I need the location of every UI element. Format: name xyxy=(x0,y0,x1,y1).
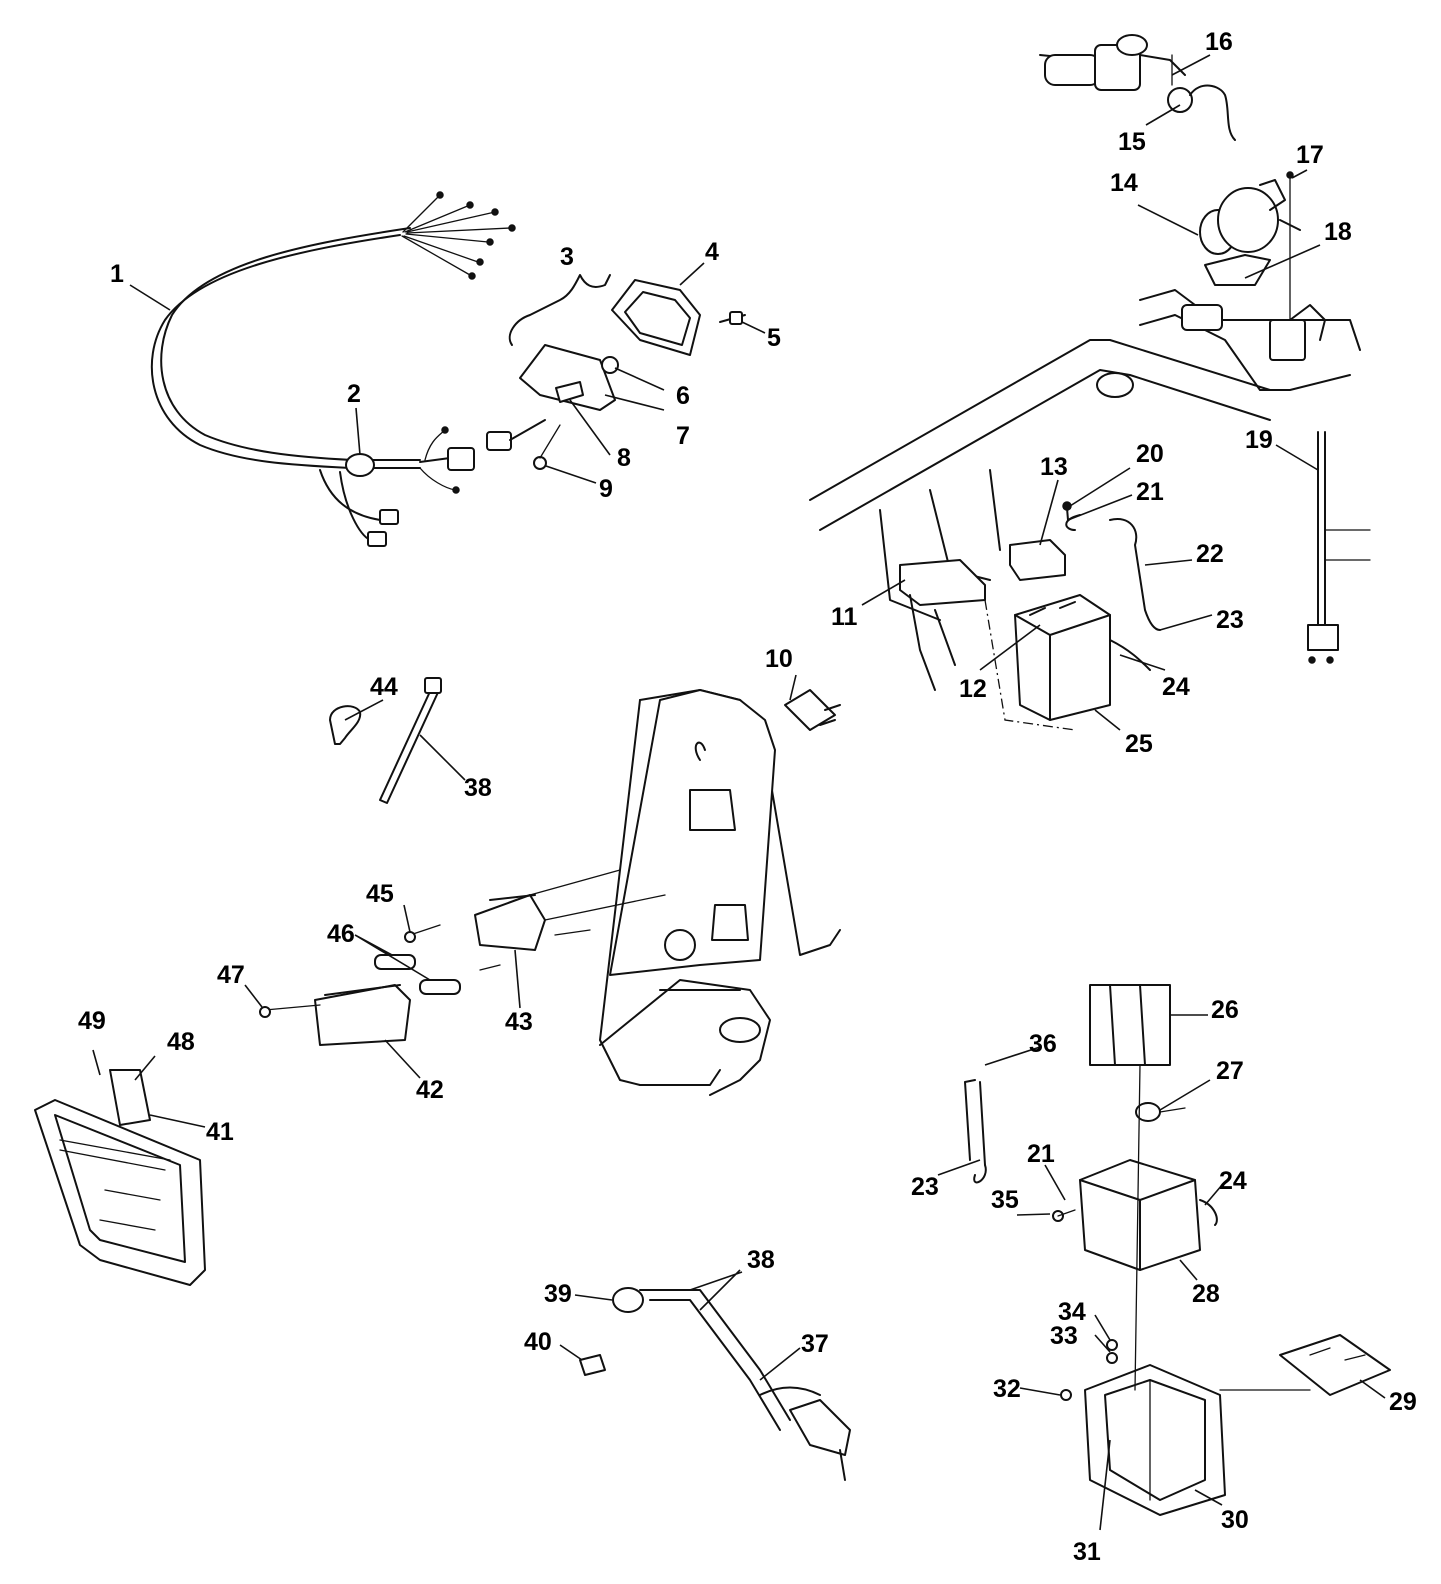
callout-40: 40 xyxy=(524,1328,552,1356)
callout-48: 48 xyxy=(167,1028,195,1056)
callout-12: 12 xyxy=(959,675,987,703)
callout-43: 43 xyxy=(505,1008,533,1036)
leader-lines xyxy=(92,54,1386,1531)
callout-22: 22 xyxy=(1196,540,1224,568)
callout-1: 1 xyxy=(110,260,124,288)
callout-35: 35 xyxy=(991,1186,1019,1214)
part-tail-light xyxy=(486,274,746,470)
callout-30: 30 xyxy=(1221,1506,1249,1534)
callout-21b: 21 xyxy=(1027,1140,1055,1168)
part-reflectors xyxy=(259,869,666,1046)
callout-24b: 24 xyxy=(1219,1167,1247,1195)
callout-38a: 38 xyxy=(747,1246,775,1274)
callout-33: 33 xyxy=(1050,1322,1078,1350)
callout-5: 5 xyxy=(767,324,781,352)
callout-8: 8 xyxy=(617,444,631,472)
callout-26: 26 xyxy=(1211,996,1239,1024)
callout-7: 7 xyxy=(676,422,690,450)
callout-25: 25 xyxy=(1125,730,1153,758)
callout-11: 11 xyxy=(831,603,858,631)
callout-20: 20 xyxy=(1136,440,1164,468)
callout-6: 6 xyxy=(676,382,690,410)
callout-10: 10 xyxy=(765,645,793,673)
part-frame-battery xyxy=(809,339,1271,731)
part-clip-and-tie xyxy=(329,677,442,804)
part-guard xyxy=(34,1069,206,1286)
callout-16: 16 xyxy=(1205,28,1233,56)
callout-labels: 1 2 3 4 5 6 7 8 9 10 11 12 13 14 15 16 1… xyxy=(78,28,1417,1566)
callout-36: 36 xyxy=(1029,1030,1057,1058)
callout-47: 47 xyxy=(217,961,245,989)
part-battery-box xyxy=(964,984,1391,1516)
part-wiring-harness xyxy=(150,191,516,547)
callout-41: 41 xyxy=(206,1118,234,1146)
callout-18: 18 xyxy=(1324,218,1352,246)
callout-4: 4 xyxy=(705,238,719,266)
callout-28: 28 xyxy=(1192,1280,1220,1308)
callout-9: 9 xyxy=(599,475,613,503)
callout-2: 2 xyxy=(347,380,361,408)
callout-21a: 21 xyxy=(1136,478,1164,506)
callout-27: 27 xyxy=(1216,1057,1244,1085)
callout-44: 44 xyxy=(370,673,398,701)
callout-38b: 38 xyxy=(464,774,492,802)
callout-34: 34 xyxy=(1058,1298,1086,1326)
callout-49: 49 xyxy=(78,1007,106,1035)
part-handlebar-control xyxy=(1039,34,1236,141)
part-connector xyxy=(784,689,841,731)
callout-45: 45 xyxy=(366,880,394,908)
callout-24a: 24 xyxy=(1162,673,1190,701)
callout-13: 13 xyxy=(1040,453,1068,481)
callout-37: 37 xyxy=(801,1330,829,1358)
callout-46: 46 xyxy=(327,920,355,948)
callout-23b: 23 xyxy=(911,1173,939,1201)
callout-42: 42 xyxy=(416,1076,444,1104)
callout-23a: 23 xyxy=(1216,606,1244,634)
callout-14: 14 xyxy=(1110,169,1138,197)
callout-39: 39 xyxy=(544,1280,572,1308)
callout-19: 19 xyxy=(1245,426,1273,454)
callout-32: 32 xyxy=(993,1375,1021,1403)
part-bracket-plate xyxy=(599,689,841,1096)
part-sub-harness xyxy=(1307,431,1371,664)
part-horn xyxy=(1139,171,1361,391)
callout-15: 15 xyxy=(1118,128,1146,156)
callout-17: 17 xyxy=(1296,141,1324,169)
callout-31: 31 xyxy=(1073,1538,1101,1566)
part-switch-cable xyxy=(579,1287,851,1481)
callout-3: 3 xyxy=(560,243,574,271)
callout-29: 29 xyxy=(1389,1388,1417,1416)
